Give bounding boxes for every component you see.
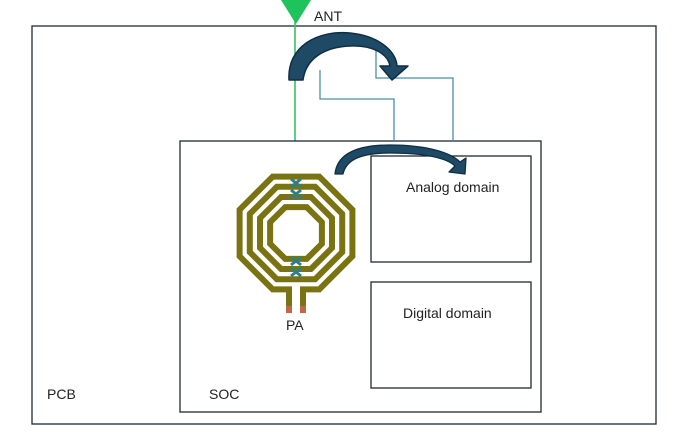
coupling-path-left — [319, 70, 395, 140]
inductor-ring-2 — [246, 183, 346, 283]
pa-pad-right — [300, 306, 306, 313]
soc-coupling-arrow-icon — [334, 144, 467, 175]
digital-domain-label: Digital domain — [403, 305, 492, 321]
inductor-ring-1 — [236, 173, 356, 293]
antenna-label: ANT — [314, 8, 342, 24]
inductor-lead-gap — [292, 285, 300, 297]
octagonal-spiral-inductor-icon — [236, 173, 356, 297]
inductor-ring-4 — [267, 204, 325, 262]
digital-domain-box — [370, 281, 532, 389]
soc-label: SOC — [209, 386, 240, 402]
inductor-crossover-2-2 — [290, 188, 302, 200]
soc-block — [179, 140, 542, 413]
pa-label: PA — [286, 317, 304, 333]
pa-pad-left — [286, 306, 292, 313]
inductor-crossover-1-2 — [290, 177, 302, 189]
analog-domain-label: Analog domain — [406, 179, 500, 195]
pcb-board — [31, 25, 657, 425]
pcb-label: PCB — [47, 386, 76, 402]
pa-lead-left — [286, 290, 292, 312]
coupling-path-right — [375, 45, 454, 140]
antenna-icon — [281, 0, 311, 24]
antenna-coupling-arrow-icon — [288, 31, 409, 81]
inductor-crossover-3-2 — [290, 255, 302, 267]
inductor-crossover-4-2 — [290, 266, 302, 278]
analog-domain-box — [370, 155, 532, 263]
pa-lead-right — [300, 290, 306, 312]
